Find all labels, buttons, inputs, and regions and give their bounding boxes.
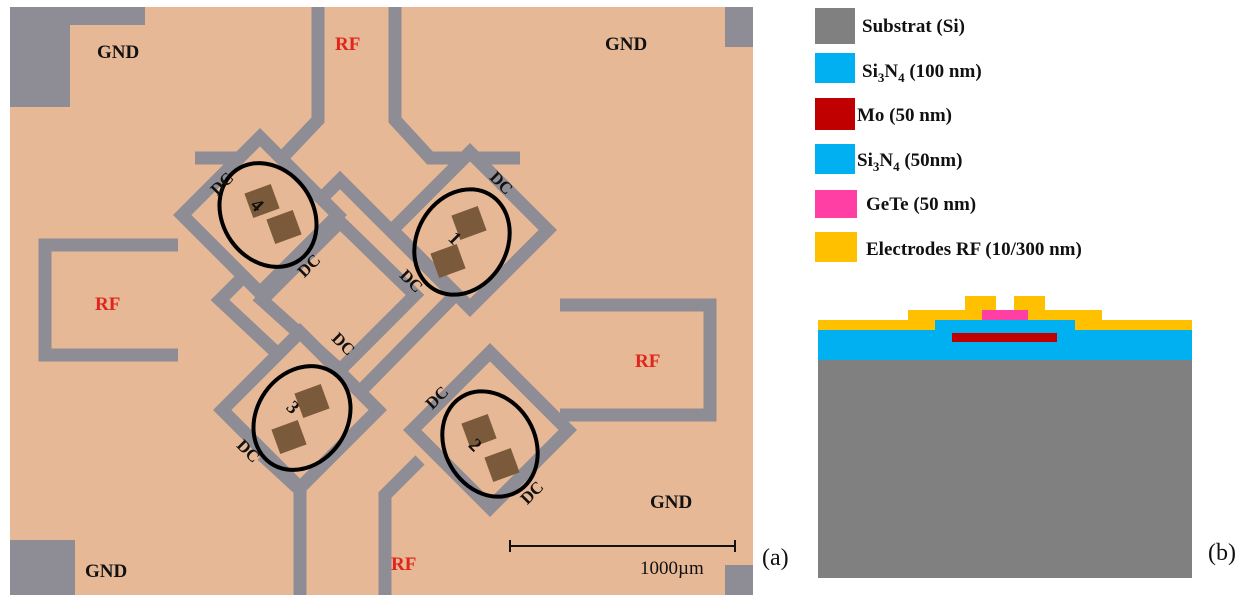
legend-swatch-mo [815, 98, 855, 130]
legend-label-mo: Mo (50 nm) [857, 105, 952, 126]
gnd-pad-bottom-right [725, 565, 753, 595]
si3n4-50-layer [935, 320, 1075, 330]
gnd-pad-top-left-strip [10, 7, 145, 25]
switch-circle-4 [217, 161, 319, 269]
gnd-label-top-left: GND [97, 42, 139, 63]
rf-label-bottom: RF [391, 554, 416, 575]
legend-swatch-electrodes [815, 232, 857, 262]
switch-circle-2 [440, 389, 540, 499]
gnd-pad-top-right [725, 7, 753, 47]
cross-section [818, 296, 1192, 578]
legend-swatch-si3n4-50 [815, 144, 855, 174]
electrode-left [818, 296, 996, 330]
legend-label-si3n4-100: Si3N4 (100 nm) [862, 61, 982, 85]
gnd-label-bottom-left: GND [85, 561, 127, 582]
legend-label-substrate: Substrat (Si) [862, 16, 965, 37]
gete-layer [982, 310, 1028, 320]
electrode-right [1014, 296, 1192, 330]
gnd-pad-bottom-left [10, 540, 75, 595]
legend-swatch-substrate [815, 8, 855, 44]
scale-bar-label: 1000µm [640, 558, 704, 579]
panel-tag-b: (b) [1208, 540, 1236, 566]
legend-label-electrodes: Electrodes RF (10/300 nm) [866, 239, 1082, 260]
rf-label-left: RF [95, 294, 120, 315]
microscope-photo: 4 1 3 2 DC DC DC DC DC DC DC DC GND GND … [10, 7, 753, 595]
rf-label-top: RF [335, 34, 360, 55]
layer-legend: Substrat (Si) Si3N4 (100 nm) Mo (50 nm) … [815, 8, 1082, 262]
switch-circle-3 [251, 364, 353, 472]
gnd-label-bottom-right: GND [650, 492, 692, 513]
scale-bar: 1000µm [509, 540, 736, 579]
switch-circles [217, 161, 540, 499]
panel-tag-a: (a) [762, 545, 789, 571]
legend-swatch-si3n4-100 [815, 53, 855, 83]
legend-label-gete: GeTe (50 nm) [866, 194, 976, 215]
gnd-label-top-right: GND [605, 34, 647, 55]
legend-label-si3n4-50: Si3N4 (50nm) [857, 150, 962, 174]
mo-heater [952, 333, 1057, 342]
substrate-layer [818, 358, 1192, 578]
legend-swatch-gete [815, 190, 857, 218]
device-blocks [244, 183, 520, 483]
switch-circle-1 [412, 187, 512, 297]
rf-label-right: RF [635, 351, 660, 372]
